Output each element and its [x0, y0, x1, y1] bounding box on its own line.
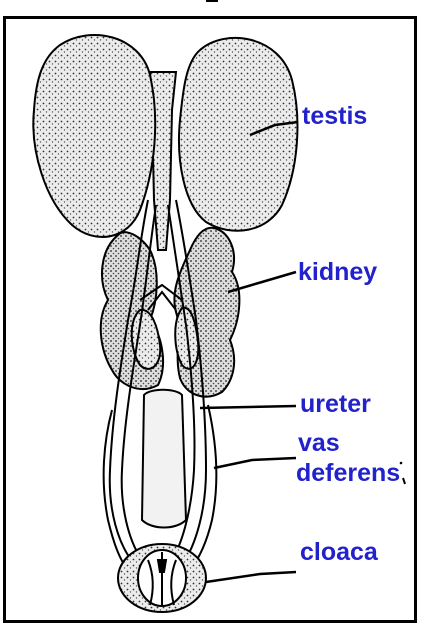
label-vas-deferens-line1: vas	[298, 429, 340, 457]
label-cloaca: cloaca	[300, 538, 379, 566]
urinary-bladder	[142, 390, 186, 528]
label-ureter: ureter	[300, 390, 371, 418]
testis-right	[179, 38, 297, 231]
label-kidney: kidney	[298, 258, 377, 286]
label-testis: testis	[302, 102, 367, 130]
label-vas-deferens-line2: deferens	[296, 459, 400, 487]
cloaca-center	[158, 560, 166, 572]
